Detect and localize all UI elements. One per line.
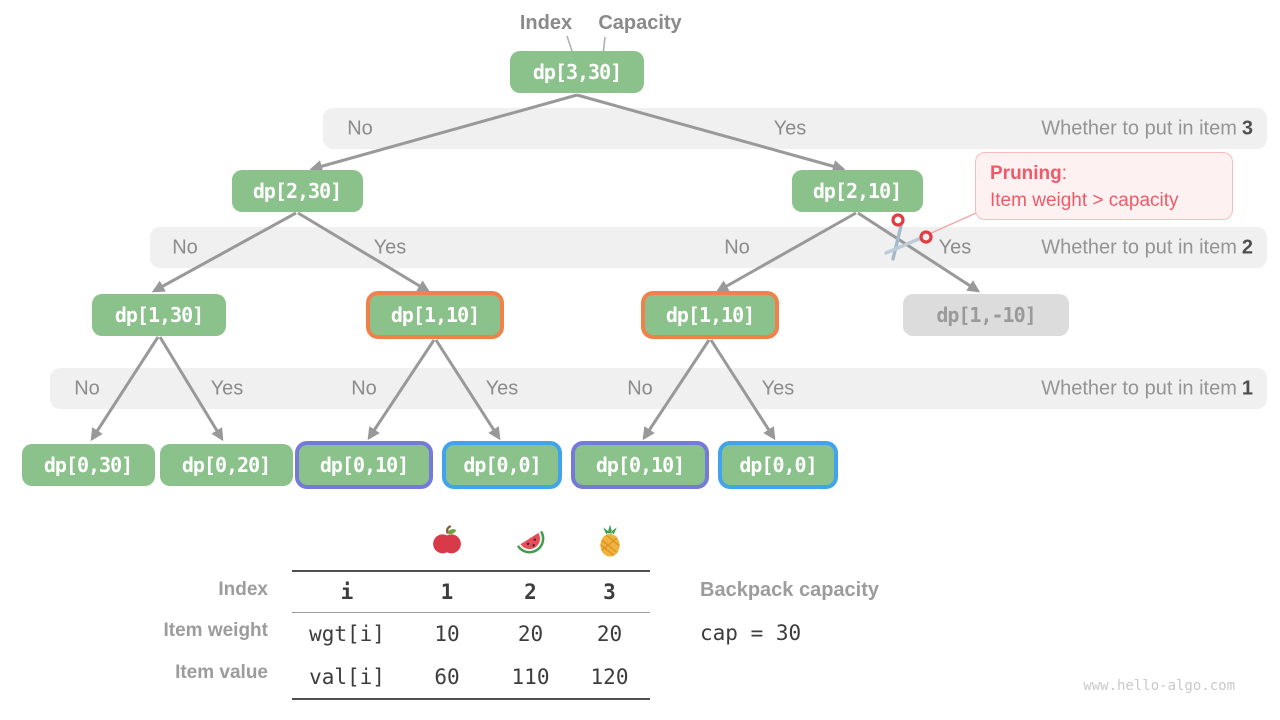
index-axis-label: Index [519,12,573,34]
table-cell: 20 [517,622,544,646]
watermelon-icon [492,518,569,571]
pineapple-icon [569,518,650,571]
band-answer-label: No [627,377,653,399]
band-answer-label: Yes [761,377,795,399]
tree-node: dp[2,30] [231,170,363,212]
table-cell-empty [292,518,402,571]
table-header-key: i [292,570,402,613]
table-cell: 120 [569,655,650,700]
pruning-leader-line [928,212,977,235]
tree-node: dp[3,30] [510,51,644,93]
tree-node: dp[1,10] [366,291,504,339]
table-row-label-value: Item value [175,662,268,683]
pruning-callout: Pruning: Item weight > capacity [975,152,1233,220]
band-question-item-number: 3 [1241,117,1253,139]
backpack-capacity-label: Backpack capacity [700,579,880,601]
apple-icon [402,518,492,571]
table-row-key: val[i] [292,655,402,700]
table-cell: 20 [596,622,623,646]
band-answer-label: No [351,377,377,399]
table-cell: 60 [402,655,492,700]
table-header-cell: 1 [402,570,492,613]
tree-edge [90,336,160,442]
capacity-axis-label: Capacity [598,12,682,34]
tree-edge [297,211,431,293]
tree-node: dp[0,10] [571,441,709,489]
tree-edge [367,339,436,441]
tree-edge [857,211,981,293]
tree-node: dp[2,10] [791,170,923,212]
band-answer-label: Yes [938,236,972,258]
tree-node: dp[0,0] [718,441,838,489]
band-answer-label: No [724,236,750,258]
band-answer-label: Yes [485,377,519,399]
tree-node: dp[0,20] [159,444,293,486]
band-question-text: Whether to put in item [1041,377,1237,399]
pruning-body: Item weight > capacity [990,190,1179,211]
table-header-cell: 2 [492,570,569,613]
table-cell: 110 [492,655,569,700]
table-data-row: wgt[i] 10 20 20 [292,613,650,656]
tree-edge [709,339,776,441]
tree-edge [715,211,857,293]
band-question-text: Whether to put in item [1041,117,1237,139]
watermark: www.hello-algo.com [1083,678,1235,694]
tree-node: dp[1,-10] [903,294,1069,336]
table-row-label-weight: Item weight [163,620,268,641]
tree-edge [151,211,297,293]
tree-edge [434,339,501,441]
band-question-item-number: 1 [1241,377,1253,399]
pruning-colon: : [1061,163,1068,184]
scissors-icon [884,213,933,261]
table-row-label-index: Index [218,579,268,600]
tree-edge [642,339,711,441]
fruit-row [292,518,650,571]
table-header-cell: 3 [569,570,650,613]
band-answer-label: No [347,117,373,139]
band-answer-label: Yes [210,377,244,399]
band-answer-label: Yes [773,117,807,139]
tree-node: dp[1,30] [92,294,226,336]
band-question-item-number: 2 [1241,236,1253,258]
tree-node: dp[0,0] [442,441,562,489]
band-question-text: Whether to put in item [1041,236,1237,258]
tree-edge [309,93,578,173]
band-answer-label: No [74,377,100,399]
tree-node: dp[0,30] [21,444,155,486]
band-answer-label: No [172,236,198,258]
tree-node: dp[0,10] [295,441,433,489]
table-row-key: wgt[i] [309,622,385,646]
band-answer-label: Yes [373,236,407,258]
table-cell: 10 [434,622,460,646]
tree-edge [158,336,224,442]
backpack-capacity-code: cap = 30 [700,621,802,645]
pruning-title: Pruning [990,163,1062,184]
tree-node: dp[1,10] [641,291,779,339]
tree-edge [576,93,846,173]
